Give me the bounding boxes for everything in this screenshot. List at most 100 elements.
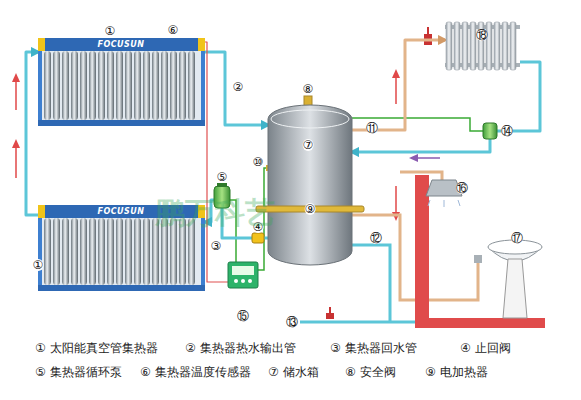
vacuum-tube: [170, 218, 177, 285]
collector-header: [38, 205, 205, 218]
radiator: ⑱: [445, 22, 520, 70]
controller-button: [234, 279, 238, 283]
inlet-valve: [326, 313, 334, 319]
basin-tap: [474, 255, 482, 263]
inlet-valve-stem: [329, 307, 331, 313]
radiator-fin: [494, 22, 500, 70]
circulation-pump: ⑤: [214, 186, 230, 208]
flow-arrow: [395, 186, 397, 214]
tank-top: [271, 110, 349, 128]
valve-body: [483, 123, 497, 139]
flow-arrow-head: [392, 69, 400, 78]
pump-body: [214, 186, 230, 208]
heating-return-pipe: [497, 62, 540, 131]
vacuum-tube: [179, 51, 186, 120]
key-entry: ⑥ 集热器温度传感器: [140, 366, 251, 378]
storage-tank-shape: [268, 105, 352, 265]
callout-number: ⑧: [303, 83, 314, 95]
vacuum-tube: [152, 51, 159, 120]
radiator-fin: [454, 22, 460, 70]
solar-collector: FOCUSUN: [38, 38, 205, 126]
storage-tank: ⑦⑨: [268, 105, 352, 265]
basin-pedestal: [503, 259, 527, 318]
vacuum-tube: [62, 51, 69, 120]
heating-supply-pipe: [352, 40, 445, 130]
header-cap: [198, 38, 205, 51]
key-entry: ③ 集热器回水管: [330, 342, 417, 354]
callout-number: ⑭: [501, 125, 513, 137]
callout-number: ⑩: [253, 156, 264, 168]
key-entry: ⑨ 电加热器: [425, 366, 488, 378]
radiator-valve-stem: [427, 27, 429, 34]
header-cap: [38, 205, 45, 218]
vacuum-tube: [107, 51, 114, 120]
return-pipe: [264, 237, 268, 240]
callout-number: ④: [253, 221, 264, 233]
heating-return-pipe: [352, 139, 490, 152]
callout-number: ⑪: [366, 122, 378, 134]
hot-output-pipe: [205, 52, 268, 125]
radiator-fin: [486, 22, 492, 70]
check-valve-shape: [252, 233, 264, 243]
flow-arrow-head: [12, 139, 20, 148]
brand-text: FOCUSUN: [97, 41, 144, 49]
radiator-fin: [446, 22, 452, 70]
collector-rail: [38, 285, 205, 291]
controller-box-shape: [228, 262, 258, 288]
callout-number: ⑰: [511, 232, 523, 244]
radiator-fin: [470, 22, 476, 70]
controller-case: [228, 262, 258, 288]
watermark: 鹏万科艺: [155, 198, 275, 228]
controller-box: ⑮: [228, 262, 258, 288]
solar-collector-shape: [38, 38, 205, 126]
vacuum-tube: [107, 218, 114, 285]
motor-valve: ⑭: [483, 123, 497, 139]
check-valve: ④: [252, 233, 264, 243]
vacuum-tube: [134, 51, 141, 120]
header-cap: [38, 38, 45, 51]
cold-feed-pipe: [352, 245, 390, 322]
vacuum-tube: [116, 51, 123, 120]
vacuum-tube: [116, 218, 123, 285]
vacuum-tube: [98, 218, 105, 285]
callout-number: ①: [105, 25, 116, 37]
shower-spray: [444, 200, 445, 207]
callout-number: ⑨: [305, 203, 316, 215]
flow-arrow: [395, 76, 397, 104]
control-wire: [258, 168, 268, 270]
pump-cap: [217, 183, 227, 187]
vacuum-tube: [71, 51, 78, 120]
vacuum-tube: [188, 218, 195, 285]
callout-number: ⑯: [456, 182, 468, 194]
wall-section: [415, 175, 429, 325]
callout-number: ⑮: [237, 310, 249, 322]
washbasin: [474, 240, 542, 318]
vacuum-tube: [98, 51, 105, 120]
brand-text: FOCUSUN: [97, 208, 144, 216]
electric-heater: ⑨: [268, 202, 352, 216]
vacuum-tube: [170, 51, 177, 120]
key-entry: ⑦ 储水箱: [268, 366, 319, 378]
check-valve-body: [252, 233, 264, 243]
shower-spray: [458, 200, 460, 206]
key-entry: ① 太阳能真空管集热器: [35, 342, 158, 354]
collector-frame: [38, 38, 205, 126]
collector-back: [42, 51, 201, 120]
radiator-fin: [502, 22, 508, 70]
vacuum-tube: [134, 218, 141, 285]
key-entry: ④ 止回阀: [460, 342, 511, 354]
controller-button: [248, 279, 252, 283]
wall: [415, 175, 545, 328]
header-cap: [198, 205, 205, 218]
vacuum-tube: [71, 218, 78, 285]
callout-number: ⑦: [303, 139, 314, 151]
collector-rail: [38, 120, 205, 126]
circulation-pump-shape: [214, 186, 230, 208]
radiator-fin: [462, 22, 468, 70]
vacuum-tube: [53, 218, 60, 285]
vacuum-tube: [44, 218, 51, 285]
controller-screen: [232, 266, 254, 275]
vacuum-tube: [188, 51, 195, 120]
vacuum-tube: [44, 51, 51, 120]
